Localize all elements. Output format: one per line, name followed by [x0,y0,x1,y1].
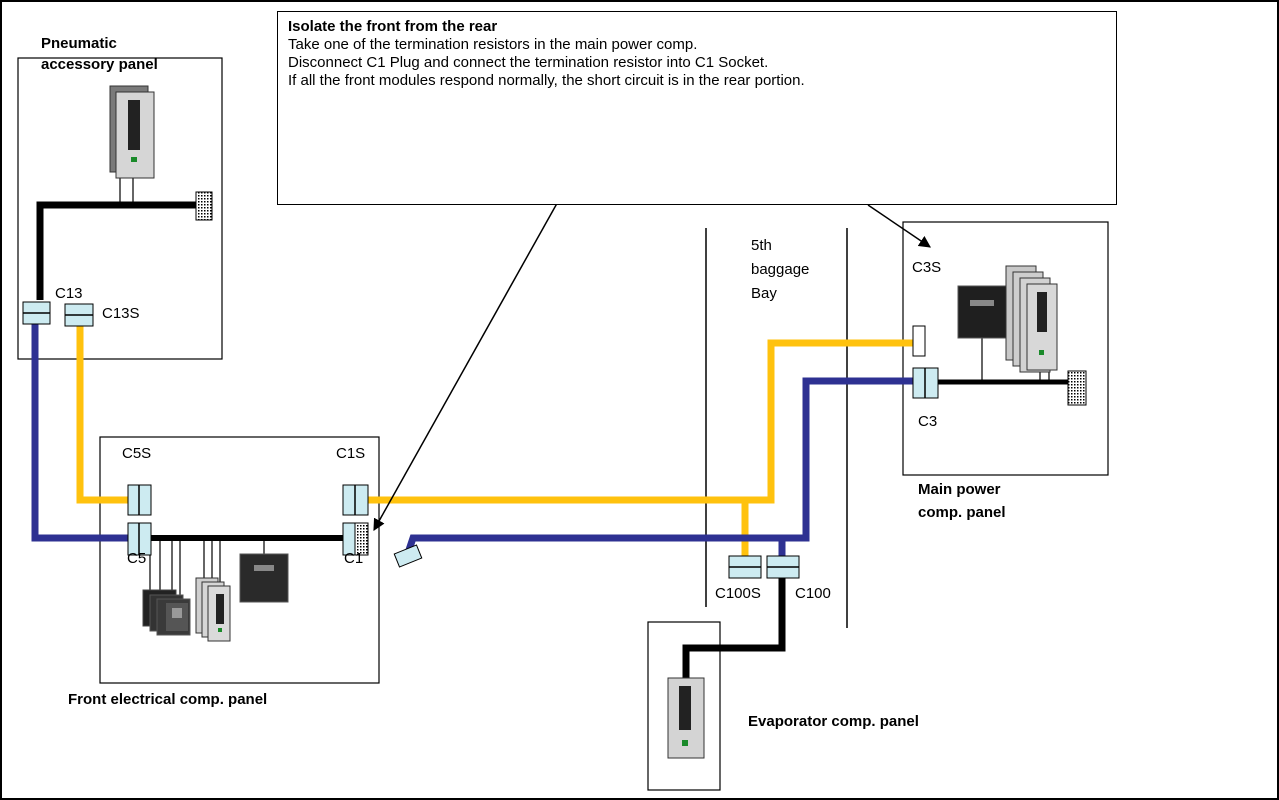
connector-c13s [65,304,93,326]
connector-label-c100: C100 [795,585,831,603]
connector-label-c100s: C100S [715,585,761,603]
connector-label-c3s: C3S [912,259,941,277]
connector-c1s [343,485,368,515]
connector-c3 [913,368,938,398]
main-power-panel-label-line2: comp. panel [918,504,1006,522]
connector-c5s [128,485,151,515]
drop-wires [120,170,1049,680]
connector-c1-plug-disconnected [394,545,421,567]
connector-label-c1s: C1S [336,445,365,463]
connector-c3s [913,326,925,356]
control-module-pneumatic [110,86,154,178]
connector-label-c1: C1 [344,550,363,568]
blue-bus-main [408,381,913,553]
callout-line: Take one of the termination resistors in… [288,36,1106,54]
terminator-main [1068,371,1086,405]
pneumatic-panel-label-line1: Pneumatic [41,35,117,53]
connector-label-c5s: C5S [122,445,151,463]
yellow-bus-pneumatic [80,320,128,500]
callout-line: If all the front modules respond normall… [288,72,1106,90]
evaporator-panel-label: Evaporator comp. panel [748,713,919,731]
connector-c13 [23,302,50,324]
callout-title: Isolate the front from the rear [288,18,1106,36]
pneumatic-panel-label-line2: accessory panel [41,56,158,74]
callout-arrow-to-c3s [868,205,930,247]
control-module-stack-front [196,578,230,641]
instruction-callout: Isolate the front from the rear Take one… [277,11,1117,205]
connector-label-c3: C3 [918,413,937,431]
connector-c100 [767,556,799,578]
bay-label-line1: 5th [751,237,772,255]
main-power-panel-label-line1: Main power [918,481,1001,499]
front-panel-label: Front electrical comp. panel [68,691,267,709]
control-module-evaporator [668,678,704,758]
connector-label-c5: C5 [127,550,146,568]
control-module-stack-main [1006,266,1057,372]
connector-c100s [729,556,761,578]
connector-label-c13: C13 [55,285,83,303]
power-module-front [240,554,288,602]
terminator-pneumatic [196,192,212,220]
relay-module-stack-front [143,590,190,635]
callout-line: Disconnect C1 Plug and connect the termi… [288,54,1106,72]
callout-arrow-to-c1 [374,198,560,530]
yellow-bus-main [368,343,913,500]
bay-label-line3: Bay [751,285,777,303]
bay-label-line2: baggage [751,261,809,279]
connector-label-c13s: C13S [102,305,140,323]
power-module-main [958,286,1006,338]
